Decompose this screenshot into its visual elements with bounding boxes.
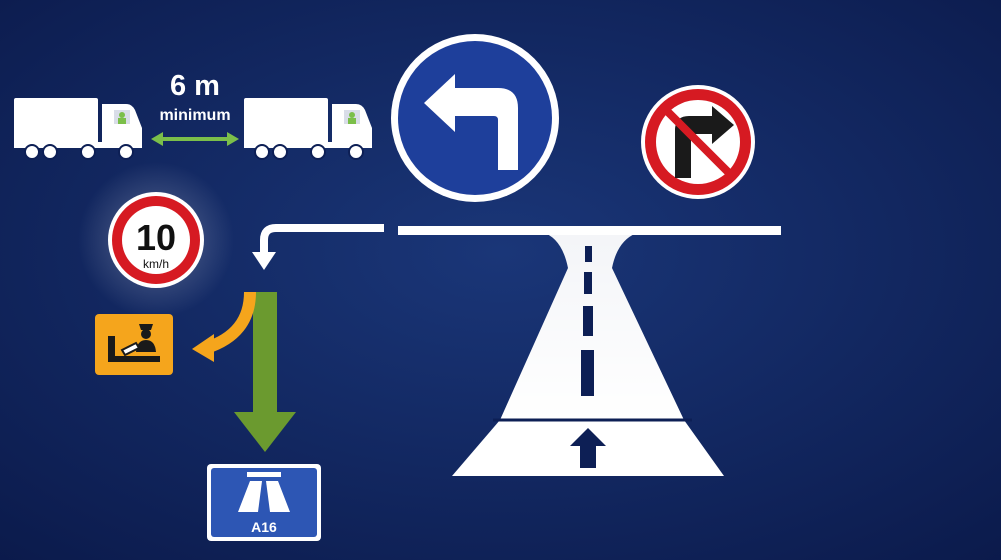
turn-left-arrow-icon <box>424 74 518 170</box>
crossroad-line <box>398 226 781 235</box>
distance-label: minimum <box>159 107 230 124</box>
speed-limit-value: 10 <box>136 217 176 258</box>
no-right-turn-sign <box>641 85 755 199</box>
customs-turn-arrow <box>192 291 256 362</box>
truck-icon <box>244 98 372 160</box>
customs-officer-icon <box>108 324 160 362</box>
truck-driver-icon <box>119 112 125 118</box>
motorway-route-number: A16 <box>251 519 277 535</box>
lane-markings <box>581 246 594 396</box>
turn-left-mandatory-sign <box>391 34 559 202</box>
truck-distance-group: 6 m minimum <box>14 70 372 160</box>
up-arrow-icon <box>570 428 606 468</box>
speed-limit-sign: 10 km/h <box>78 162 234 318</box>
motorway-sign: A16 <box>207 464 321 541</box>
straight-arrow-green <box>234 292 296 452</box>
truck-driver-icon <box>349 112 355 118</box>
motorway-icon <box>238 472 290 512</box>
distance-value: 6 m <box>170 70 220 102</box>
customs-sign <box>95 314 173 375</box>
turn-right-arrow-icon <box>675 106 734 178</box>
road <box>398 226 781 476</box>
truck-icon <box>14 98 142 160</box>
speed-limit-unit: km/h <box>143 257 169 271</box>
double-arrow-icon <box>151 132 239 146</box>
left-turn-path-arrow <box>252 224 384 270</box>
